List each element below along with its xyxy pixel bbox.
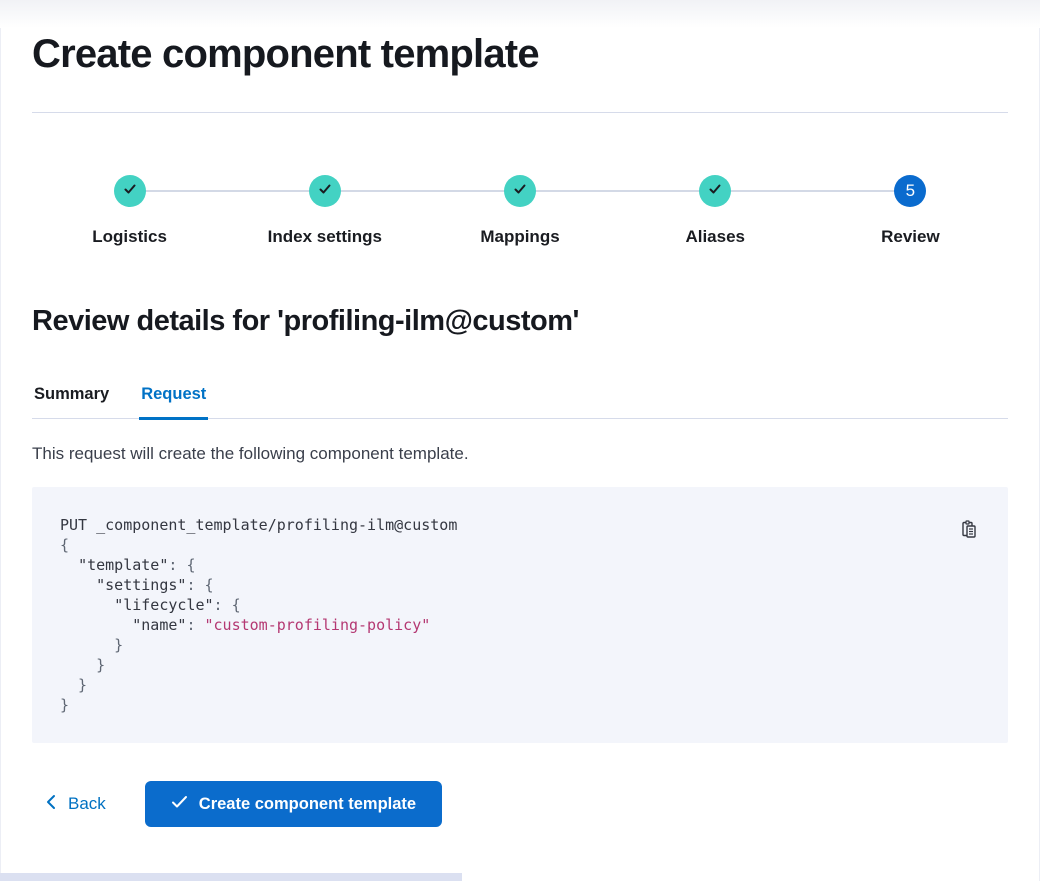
step-label: Mappings: [480, 227, 560, 246]
review-tabs: Summary Request: [32, 385, 1008, 420]
back-button-label: Back: [68, 794, 106, 813]
step-label: Review: [881, 227, 940, 246]
check-icon: [171, 795, 188, 814]
title-divider: [32, 112, 1008, 113]
step-aliases-circle[interactable]: [699, 175, 732, 207]
top-fade-decoration: [0, 0, 1040, 28]
step-logistics[interactable]: Logistics: [32, 175, 227, 247]
step-label: Logistics: [92, 227, 167, 246]
tab-summary[interactable]: Summary: [32, 385, 111, 420]
step-mappings-circle[interactable]: [504, 175, 536, 207]
step-mappings[interactable]: Mappings: [422, 175, 617, 247]
step-aliases[interactable]: Aliases: [618, 175, 813, 247]
step-logistics-circle[interactable]: [113, 175, 146, 207]
check-icon: [512, 181, 528, 202]
step-label: Index settings: [267, 227, 382, 246]
step-number: 5: [905, 181, 916, 200]
bottom-strip-decoration: [0, 873, 462, 881]
request-description: This request will create the following c…: [32, 444, 469, 463]
step-review-circle[interactable]: 5: [894, 175, 927, 207]
request-code-panel: PUT _component_template/profiling-ilm@cu…: [32, 487, 1008, 743]
copy-clipboard-icon: [958, 520, 980, 544]
copy-button[interactable]: [958, 519, 980, 541]
create-button-label: Create component template: [198, 794, 417, 813]
review-heading: Review details for 'profiling-ilm@custom…: [32, 305, 579, 337]
step-review[interactable]: 5 Review: [813, 175, 1008, 247]
step-index-settings-circle[interactable]: [308, 175, 341, 207]
chevron-left-icon: [45, 794, 57, 815]
tab-request[interactable]: Request: [139, 385, 209, 420]
check-icon: [122, 181, 138, 202]
back-button[interactable]: Back: [32, 794, 106, 815]
step-index-settings[interactable]: Index settings: [227, 175, 422, 247]
wizard-stepper: Logistics Index settings Mappings: [32, 175, 1008, 247]
footer-actions: Back Create component template: [32, 781, 1008, 827]
step-label: Aliases: [685, 227, 745, 246]
page-title: Create component template: [32, 32, 540, 76]
create-component-template-button[interactable]: Create component template: [144, 781, 443, 827]
code-block: PUT _component_template/profiling-ilm@cu…: [60, 516, 458, 714]
check-icon: [707, 181, 723, 202]
check-icon: [317, 181, 333, 202]
